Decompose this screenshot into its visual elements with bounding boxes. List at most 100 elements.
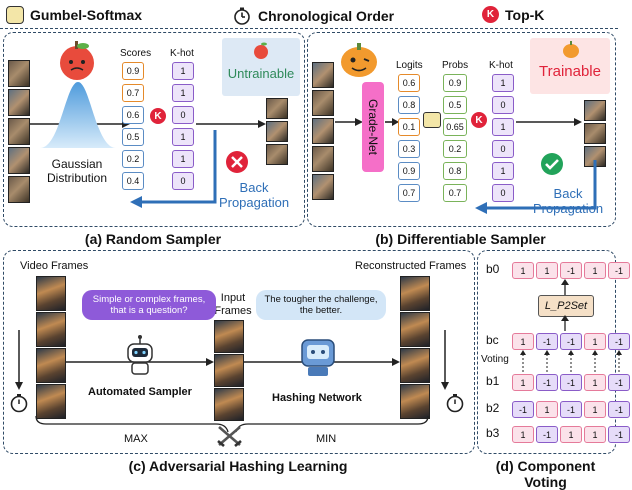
legend-topk-label: Top-K bbox=[505, 6, 545, 23]
khot-cell: 1 bbox=[172, 128, 194, 146]
input-frames-label: Input Frames bbox=[214, 292, 252, 317]
speech-bubble-sampler: Simple or complex frames, that is a ques… bbox=[82, 290, 216, 320]
cross-icon bbox=[226, 151, 248, 173]
scores-header: Scores bbox=[120, 48, 152, 59]
khot-cell: 1 bbox=[172, 84, 194, 102]
bit-cell: -1 bbox=[560, 333, 582, 350]
bit-cell: 1 bbox=[512, 333, 534, 350]
legend-chrono: Chronological Order bbox=[232, 6, 394, 26]
bit-cell: 1 bbox=[584, 262, 606, 279]
khot-cell: 0 bbox=[172, 106, 194, 124]
prob-cell: 0.9 bbox=[443, 74, 467, 92]
khot-cell: 0 bbox=[492, 140, 514, 158]
khot-cell: 0 bbox=[492, 96, 514, 114]
bit-cell: -1 bbox=[560, 262, 582, 279]
prob-cell: 0.7 bbox=[443, 184, 467, 202]
legend-topk: K Top-K bbox=[482, 6, 544, 23]
output-frames-a bbox=[266, 98, 288, 165]
bit-cell: 1 bbox=[560, 426, 582, 443]
robot-icon bbox=[423, 112, 441, 128]
grade-net-block: Grade-Net bbox=[362, 82, 384, 172]
pumpkin-face-icon bbox=[341, 43, 377, 77]
b1-row: 1 -1 -1 1 -1 bbox=[512, 374, 630, 391]
bit-cell: 1 bbox=[536, 262, 558, 279]
speech-bubble-hashing: The tougher the challenge, the better. bbox=[256, 290, 386, 320]
stopwatch-icon bbox=[234, 7, 250, 25]
khot-cell: 0 bbox=[492, 184, 514, 202]
arrow-khot-to-output-a bbox=[196, 120, 266, 128]
b1-label: b1 bbox=[486, 374, 500, 388]
p2set-loss-box: L_P2Set bbox=[538, 295, 594, 317]
b3-label: b3 bbox=[486, 426, 500, 440]
score-cell: 0.7 bbox=[122, 84, 144, 102]
khot-column-a: 1 1 0 1 1 0 bbox=[172, 62, 194, 190]
back-propagation-label-a: Back Propagation bbox=[218, 180, 290, 210]
b2-label: b2 bbox=[486, 401, 500, 415]
panel-adversarial-hashing bbox=[3, 250, 475, 454]
logit-cell: 0.6 bbox=[398, 74, 420, 92]
b3-row: 1 -1 1 1 -1 bbox=[512, 426, 630, 443]
logits-column: 0.6 0.8 0.1 0.3 0.9 0.7 bbox=[398, 74, 420, 202]
apple-small-icon bbox=[254, 42, 268, 59]
score-cell: 0.5 bbox=[122, 128, 144, 146]
min-label: MIN bbox=[316, 433, 337, 445]
khot-cell: 1 bbox=[492, 162, 514, 180]
logit-cell: 0.9 bbox=[398, 162, 420, 180]
untrainable-label: Untrainable bbox=[227, 66, 295, 81]
bit-cell: -1 bbox=[560, 374, 582, 391]
legend-gumbel: Gumbel-Softmax bbox=[6, 6, 142, 24]
check-icon bbox=[541, 153, 563, 175]
automated-sampler-label: Automated Sampler bbox=[88, 386, 192, 398]
prob-cell: 0.65 bbox=[443, 118, 467, 136]
voting-arrows bbox=[520, 350, 622, 372]
probs-header: Probs bbox=[442, 60, 469, 71]
bit-cell: -1 bbox=[608, 426, 630, 443]
topk-badge-icon: K bbox=[482, 6, 499, 23]
logits-header: Logits bbox=[396, 60, 423, 71]
b0-row: 1 1 -1 1 -1 bbox=[512, 262, 630, 279]
score-cell: 0.6 bbox=[122, 106, 144, 124]
max-label: MAX bbox=[124, 433, 148, 445]
khot-cell: 1 bbox=[492, 118, 514, 136]
gaussian-bell-icon bbox=[40, 82, 116, 148]
apple-face-icon bbox=[60, 41, 94, 80]
prob-cell: 0.5 bbox=[443, 96, 467, 114]
probs-column: 0.9 0.5 0.65 0.2 0.8 0.7 bbox=[443, 74, 467, 202]
legend-gumbel-label: Gumbel-Softmax bbox=[30, 7, 143, 23]
panel-d-title: (d) Component Voting bbox=[495, 458, 596, 490]
score-cell: 0.2 bbox=[122, 150, 144, 168]
panel-a-title: (a) Random Sampler bbox=[84, 231, 222, 247]
back-propagation-arrow-b bbox=[475, 160, 597, 214]
time-arrow-left bbox=[15, 330, 23, 390]
score-cell: 0.9 bbox=[122, 62, 144, 80]
bit-cell: -1 bbox=[608, 333, 630, 350]
panel-b-title: (b) Differentiable Sampler bbox=[375, 231, 546, 247]
bit-cell: 1 bbox=[512, 426, 534, 443]
prob-cell: 0.2 bbox=[443, 140, 467, 158]
back-propagation-label-b: Back Propagation bbox=[532, 186, 604, 216]
bc-label: bc bbox=[486, 333, 499, 347]
robot-icon bbox=[6, 6, 24, 24]
input-frames-strip-b bbox=[312, 62, 334, 200]
bit-cell: -1 bbox=[608, 401, 630, 418]
bit-cell: 1 bbox=[512, 262, 534, 279]
arrow-gradenet-to-logits bbox=[385, 118, 399, 126]
logit-cell: 0.7 bbox=[398, 184, 420, 202]
bit-cell: -1 bbox=[536, 374, 558, 391]
video-frames-label: Video Frames bbox=[20, 260, 89, 272]
bit-cell: 1 bbox=[512, 374, 534, 391]
stopwatch-icon bbox=[446, 394, 464, 413]
stopwatch-icon bbox=[10, 394, 28, 413]
crossed-swords-icon bbox=[217, 426, 242, 447]
logit-cell: 0.1 bbox=[398, 118, 420, 136]
topk-badge-a: K bbox=[150, 108, 166, 124]
grade-net-label: Grade-Net bbox=[366, 98, 380, 156]
score-cell: 0.4 bbox=[122, 172, 144, 190]
back-propagation-arrow-a bbox=[130, 130, 217, 208]
bit-cell: -1 bbox=[608, 262, 630, 279]
panel-c-title: (c) Adversarial Hashing Learning bbox=[128, 458, 348, 474]
hashing-network-label: Hashing Network bbox=[272, 392, 362, 404]
bit-cell: -1 bbox=[536, 426, 558, 443]
khot-cell: 0 bbox=[172, 172, 194, 190]
arrow-bc-to-loss bbox=[561, 315, 569, 331]
